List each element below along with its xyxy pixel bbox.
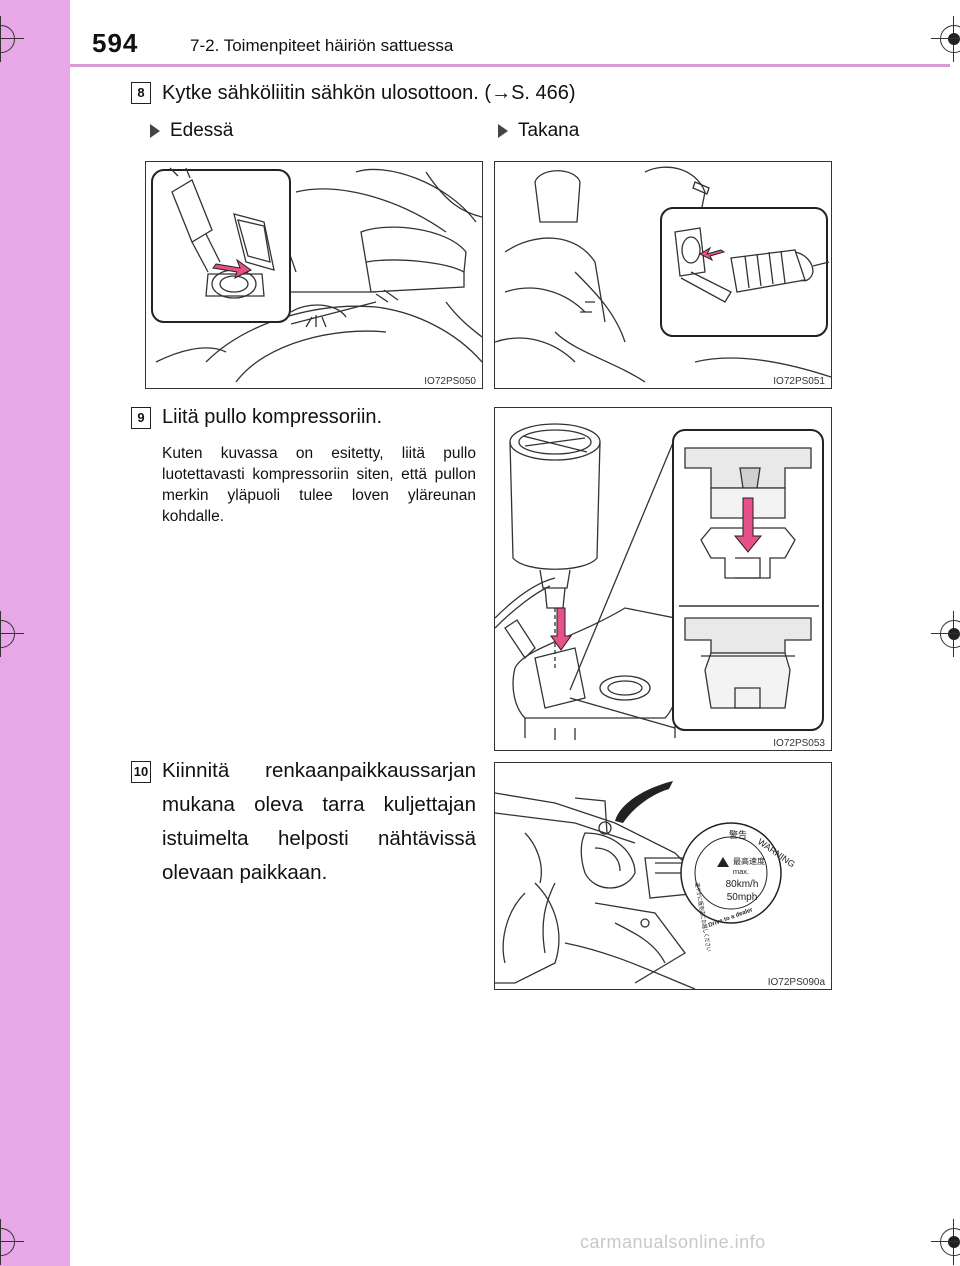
sticker-kanji-warning: 警告 <box>729 829 747 841</box>
step-badge-9: 9 <box>131 407 151 429</box>
triangle-arrow-icon <box>150 124 160 138</box>
watermark: carmanualsonline.info <box>580 1232 766 1252</box>
step-9-text: Liitä pullo kompressoriin. <box>162 406 383 428</box>
sticker-speed-kmh: 80km/h <box>726 879 759 890</box>
rear-label-text: Takana <box>518 120 580 141</box>
step-badge-10: 10 <box>131 761 151 783</box>
figure-bottle-compressor: IO72PS053 <box>494 407 832 751</box>
front-label-text: Edessä <box>170 120 234 141</box>
header-divider <box>70 64 950 67</box>
figure-rear-power-outlet: IO72PS051 <box>494 161 832 389</box>
step-9-subtext: Kuten kuvassa on esitetty, liitä pullo l… <box>162 445 476 525</box>
figure-warning-sticker-placement: 警告 WARNING 最高速度 max. 80km/h 50mph Drive … <box>494 762 832 990</box>
fig4-code: IO72PS090a <box>768 977 826 988</box>
front-label: Edessä <box>150 120 233 142</box>
rear-label: Takana <box>498 120 579 142</box>
figure-front-power-outlet: IO72PS050 <box>145 161 483 389</box>
triangle-arrow-icon <box>498 124 508 138</box>
registration-mark-top-right <box>931 16 960 62</box>
page-number: 594 <box>92 28 139 58</box>
step-10-text: Kiinnitä renkaanpaikkaussarjan mukana ol… <box>162 759 476 884</box>
section-title: 7-2. Toimenpiteet häiriön sattuessa <box>190 36 454 55</box>
registration-mark-mid-right <box>931 611 960 657</box>
sticker-max-label: 最高速度 <box>733 856 765 866</box>
sticker-max-text: max. <box>733 867 749 876</box>
fig2-code: IO72PS051 <box>773 376 825 387</box>
fig1-code: IO72PS050 <box>424 376 476 387</box>
fig3-code: IO72PS053 <box>773 738 825 749</box>
step-8-text: Kytke sähköliitin sähkön ulosottoon. (→S… <box>162 82 576 104</box>
registration-mark-bottom-right <box>931 1219 960 1265</box>
step-badge-8: 8 <box>131 82 151 104</box>
sticker-speed-mph: 50mph <box>727 892 758 903</box>
